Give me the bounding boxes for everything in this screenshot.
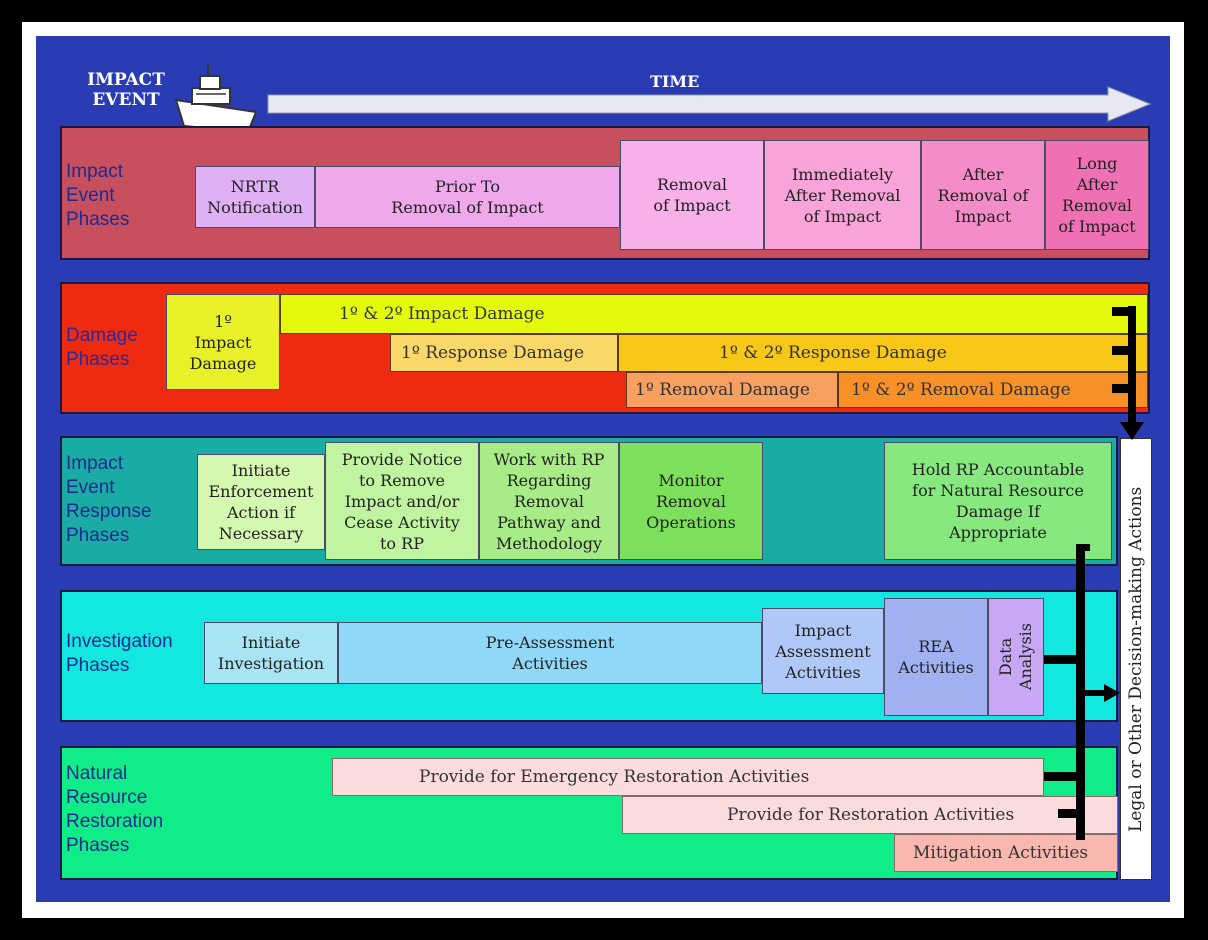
impact-damage-bar: 1º & 2º Impact Damage: [280, 294, 1148, 334]
time-label: TIME: [650, 72, 700, 91]
nrtr-notification-box: NRTR Notification: [195, 166, 315, 228]
emergency-restoration-bar: Provide for Emergency Restoration Activi…: [332, 758, 1044, 796]
removal-damage-bar: 1º & 2º Removal Damage: [838, 372, 1148, 408]
primary-impact-damage-box: 1º Impact Damage: [166, 294, 280, 390]
arrow-down-icon: [1120, 422, 1144, 440]
primary-response-damage-bar: 1º Response Damage: [390, 334, 618, 372]
initiate-investigation-box: Initiate Investigation: [204, 622, 338, 684]
immediately-after-removal-box: Immediately After Removal of Impact: [764, 140, 921, 250]
connector-restoration-stub: [1058, 809, 1078, 818]
connector-damage-vertical: [1128, 306, 1136, 426]
monitor-removal-box: Monitor Removal Operations: [619, 442, 763, 560]
connector-to-legal-horizontal: [1084, 690, 1108, 696]
impact-assessment-box: Impact Assessment Activities: [762, 608, 884, 694]
legal-decision-box: [1120, 438, 1152, 880]
restoration-activities-bar: Provide for Restoration Activities: [622, 796, 1118, 834]
arrow-right-icon: [1104, 684, 1120, 702]
pre-assessment-box: Pre-Assessment Activities: [338, 622, 762, 684]
connector-main-vertical: [1076, 544, 1085, 840]
restoration-activities-label: Provide for Restoration Activities: [727, 805, 1015, 825]
primary-response-damage-label: 1º Response Damage: [401, 343, 585, 363]
response-damage-label: 1º & 2º Response Damage: [719, 343, 947, 363]
emergency-restoration-label: Provide for Emergency Restoration Activi…: [419, 767, 810, 787]
ship-icon: [174, 64, 258, 134]
connector-hold-rp-stub: [1076, 544, 1090, 551]
connector-stub-1: [1112, 307, 1132, 316]
response-damage-bar: 1º & 2º Response Damage: [618, 334, 1148, 372]
data-analysis-box: Data Analysis: [988, 598, 1044, 716]
long-after-removal-box: Long After Removal of Impact: [1045, 140, 1149, 250]
connector-emergency-stub: [1044, 772, 1078, 781]
restoration-phases-label: Natural Resource Restoration Phases: [66, 763, 164, 856]
data-analysis-label: Data Analysis: [996, 623, 1035, 691]
rea-activities-box: REA Activities: [884, 598, 988, 716]
mitigation-activities-bar: Mitigation Activities: [894, 834, 1118, 872]
connector-stub-3: [1112, 384, 1132, 393]
impact-event-label: IMPACT EVENT: [87, 70, 165, 110]
after-removal-box: After Removal of Impact: [921, 140, 1045, 250]
initiate-enforcement-box: Initiate Enforcement Action if Necessary: [197, 454, 325, 550]
damage-phases-label: Damage Phases: [66, 325, 138, 370]
hold-rp-accountable-box: Hold RP Accountable for Natural Resource…: [884, 442, 1112, 560]
connector-data-analysis-stub: [1044, 655, 1078, 664]
time-arrow: [267, 86, 1152, 122]
removal-damage-label: 1º & 2º Removal Damage: [851, 380, 1071, 400]
investigation-phases-label: Investigation Phases: [66, 631, 173, 676]
legal-decision-label: Legal or Other Decision-making Actions: [1126, 486, 1146, 832]
removal-of-impact-box: Removal of Impact: [620, 140, 764, 250]
provide-notice-box: Provide Notice to Remove Impact and/or C…: [325, 442, 479, 560]
impact-damage-label: 1º & 2º Impact Damage: [339, 304, 545, 324]
work-with-rp-box: Work with RP Regarding Removal Pathway a…: [479, 442, 619, 560]
connector-stub-2: [1112, 346, 1132, 355]
response-phases-label: Impact Event Response Phases: [66, 453, 152, 546]
primary-removal-damage-bar: 1º Removal Damage: [626, 372, 838, 408]
mitigation-activities-label: Mitigation Activities: [913, 843, 1089, 863]
prior-to-removal-box: Prior To Removal of Impact: [315, 166, 620, 228]
primary-removal-damage-label: 1º Removal Damage: [635, 380, 810, 400]
impact-event-phases-label: Impact Event Phases: [66, 161, 130, 230]
